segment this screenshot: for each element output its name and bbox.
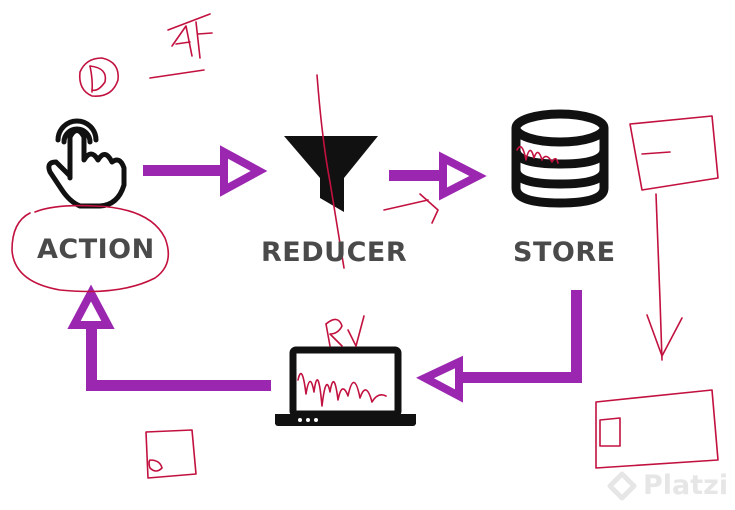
- hand-pointer-icon: [46, 118, 127, 209]
- action-label: ACTION: [37, 234, 155, 265]
- handwritten-annotations: [11, 13, 719, 479]
- top-left-scribble: [78, 13, 213, 97]
- watermark-text: Platzi: [643, 470, 729, 501]
- reducer-strike-scribble: [316, 74, 439, 269]
- laptop-icon: [275, 346, 416, 426]
- arrow-reducer-to-store: [389, 151, 487, 201]
- arrow-store-to-view: [416, 290, 582, 403]
- arrow-view-to-action: [67, 284, 271, 391]
- platzi-logo-icon: [607, 471, 637, 500]
- laptop-scribbles: [297, 315, 387, 407]
- store-scribble: [516, 145, 559, 164]
- database-icon: [511, 109, 609, 208]
- action-circle-scribble: [11, 204, 170, 293]
- platzi-watermark: Platzi: [607, 470, 728, 501]
- reducer-label: REDUCER: [261, 237, 408, 268]
- store-label: STORE: [513, 237, 616, 268]
- arrow-action-to-reducer: [143, 145, 268, 197]
- funnel-icon: [284, 136, 378, 212]
- right-box-scribbles: [595, 115, 719, 469]
- bottom-left-scribble: [145, 429, 197, 479]
